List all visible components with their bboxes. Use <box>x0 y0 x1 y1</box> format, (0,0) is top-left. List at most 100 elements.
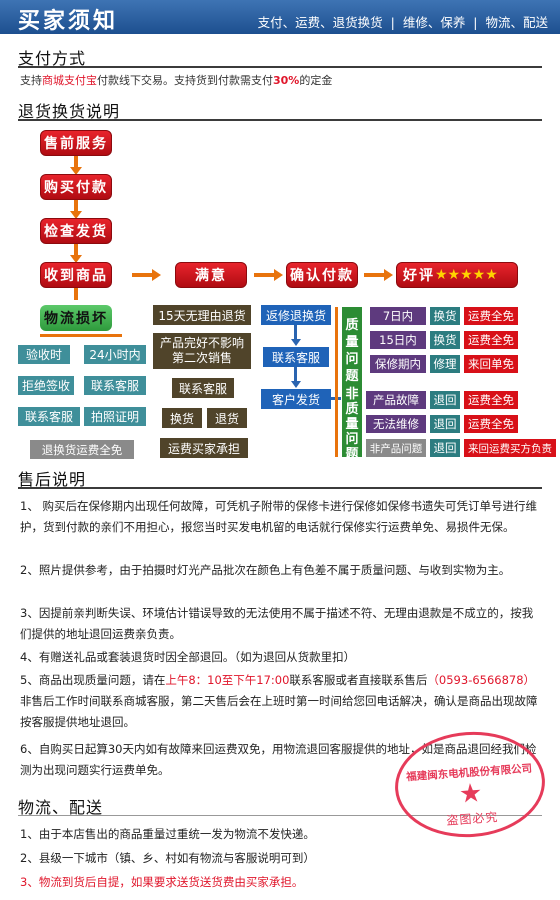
col3-customer-ship: 客户发货 <box>261 389 331 409</box>
nq-action-return-2: 退回 <box>430 415 460 433</box>
item5-text-b: 联系客服或者直接联系售后 <box>289 673 428 687</box>
col2-return: 退货 <box>207 408 247 428</box>
flow-confirm-payment: 确认付款 <box>286 262 358 288</box>
divider <box>18 815 542 816</box>
q-period-7d: 7日内 <box>370 307 426 325</box>
flow-connector <box>364 273 386 277</box>
flow-connector <box>74 244 78 257</box>
header-bar <box>0 0 560 34</box>
nq-unrepairable: 无法维修 <box>366 415 426 433</box>
nav-link-shipping[interactable]: 物流、配送 <box>485 15 548 30</box>
star-icon: ★★★★★ <box>435 267 498 283</box>
payment-shop: 商城 <box>42 74 64 87</box>
col2-intact: 产品完好不影响第二次销售 <box>153 333 251 369</box>
col1-inspect: 验收时 <box>18 345 70 364</box>
shipping-item-3: 3、物流到货后自提，如果要求送货送货费由买家承担。 <box>20 875 304 889</box>
arrow-right-icon <box>152 269 161 281</box>
aftersales-title: 售后说明 <box>18 470 87 489</box>
q-period-warranty: 保修期内 <box>370 355 426 373</box>
col1-refuse-sign: 拒绝签收 <box>18 376 74 395</box>
q-period-15d: 15日内 <box>370 331 426 349</box>
item5-phone[interactable]: （0593-6566878） <box>427 673 536 687</box>
aftersales-item-4: 4、有赠送礼品或套装退货时因全部退回。（如为退回从货款里扣） <box>20 650 356 664</box>
flow-inspect-ship: 检查发货 <box>40 218 112 244</box>
col2-15day: 15天无理由退货 <box>153 305 251 325</box>
header-nav: 支付、运费、退货换货 | 维修、保养 | 物流、配送 <box>258 12 548 31</box>
col2-buyer-pays: 运费买家承担 <box>160 438 248 458</box>
flow-connector <box>132 273 154 277</box>
payment-post: 的定金 <box>299 74 333 87</box>
flow-purchase: 购买付款 <box>40 174 112 200</box>
nq-cost-free: 运费全免 <box>464 391 518 409</box>
col3-repair-return: 返修退换货 <box>261 305 331 325</box>
nq-product-fault: 产品故障 <box>366 391 426 409</box>
flow-connector <box>40 334 122 337</box>
arrow-right-icon <box>274 269 283 281</box>
col3-contact-service: 联系客服 <box>263 347 329 367</box>
arrow-down-icon <box>70 167 82 175</box>
shipping-title: 物流、配送 <box>18 798 104 817</box>
col1-contact-service-2: 联系客服 <box>18 407 80 426</box>
payment-percent: 30% <box>273 74 300 87</box>
flow-logistics-damage: 物流损坏 <box>40 305 112 331</box>
good-review-label: 好评 <box>403 268 435 284</box>
divider <box>18 487 542 489</box>
q-cost-free-2: 运费全免 <box>464 331 518 349</box>
arrow-down-icon <box>70 255 82 263</box>
nav-link-repair[interactable]: 维修、保养 <box>402 15 466 30</box>
col2-contact-service: 联系客服 <box>172 378 234 398</box>
arrow-down-icon <box>291 339 301 346</box>
flow-good-review: 好评★★★★★ <box>396 262 518 288</box>
nq-action-return: 退回 <box>430 391 460 409</box>
aftersales-item-5: 5、商品出现质量问题，请在上午8：10至下午17:00联系客服或者直接联系售后（… <box>20 670 544 733</box>
nq-non-product: 非产品问题 <box>366 439 426 457</box>
q-cost-free: 运费全免 <box>464 307 518 325</box>
nav-separator: | <box>386 15 399 30</box>
flow-bracket <box>335 307 341 457</box>
quality-issue-label: 质量问题 <box>342 307 362 395</box>
col1-contact-service: 联系客服 <box>84 376 146 395</box>
col1-free-shipping: 退换货运费全免 <box>30 440 134 459</box>
col1-photo-proof: 拍照证明 <box>84 407 146 426</box>
arrow-right-icon <box>384 269 393 281</box>
flow-connector <box>254 273 276 277</box>
nav-separator: | <box>469 15 482 30</box>
payment-alipay: 支付宝 <box>64 74 97 87</box>
item5-text-c: 非售后工作时间联系商城客服，第二天售后会在上班时第一时间给您回电话解决，确认是商… <box>20 694 538 729</box>
item5-hours: 上午8：10至下午17:00 <box>165 673 290 687</box>
shipping-item-1: 1、由于本店售出的商品重量过重统一发为物流不发快递。 <box>20 827 315 841</box>
payment-pre: 支持 <box>20 74 42 87</box>
nav-link-payment[interactable]: 支付、运费、退货换货 <box>257 15 383 30</box>
q-action-repair: 修理 <box>430 355 460 373</box>
payment-mid: 付款线下交易。支持货到付款需支付 <box>97 74 273 87</box>
divider <box>18 66 542 68</box>
q-action-exchange: 换货 <box>430 307 460 325</box>
q-cost-single: 来回单免 <box>464 355 518 373</box>
q-action-exchange-2: 换货 <box>430 331 460 349</box>
nq-action-return-3: 退回 <box>430 439 460 457</box>
non-quality-issue-label: 非质量问题 <box>342 387 362 462</box>
arrow-down-icon <box>291 381 301 388</box>
nq-cost-free-2: 运费全免 <box>464 415 518 433</box>
arrow-down-icon <box>70 211 82 219</box>
item5-text-a: 5、商品出现质量问题，请在 <box>20 673 166 687</box>
aftersales-item-2: 2、照片提供参考，由于拍摄时灯光产品批次在颜色上有色差不属于质量问题、与收到实物… <box>20 563 511 577</box>
aftersales-item-3: 3、因提前亲判断失误、环境估计错误导致的无法使用不属于描述不符、无理由退款是不成… <box>20 606 534 641</box>
payment-text: 支持商城支付宝付款线下交易。支持货到付款需支付30%的定金 <box>20 72 332 88</box>
aftersales-item-1: 1、 购买后在保修期内出现任何故障，可凭机子附带的保修卡进行保修如保修书遗失可凭… <box>20 499 537 534</box>
flow-connector <box>74 156 78 169</box>
payment-title: 支付方式 <box>18 49 87 68</box>
flow-connector <box>294 325 297 343</box>
flow-connector <box>294 367 297 385</box>
divider <box>18 119 542 121</box>
flow-connector <box>74 200 78 213</box>
nq-cost-buyer: 来回运费买方负责 <box>464 439 556 457</box>
col2-exchange: 换货 <box>162 408 202 428</box>
flow-connector <box>74 288 78 300</box>
returns-title: 退货换货说明 <box>18 102 121 121</box>
shipping-item-2: 2、县级一下城市（镇、乡、村如有物流与客服说明可到） <box>20 851 315 865</box>
flow-satisfied: 满意 <box>175 262 247 288</box>
flow-presale: 售前服务 <box>40 130 112 156</box>
page-title: 买家须知 <box>18 9 119 34</box>
aftersales-item-6: 6、自购买日起算30天内如有故障来回运费双免，用物流退回客服提供的地址，如是商品… <box>20 742 537 777</box>
